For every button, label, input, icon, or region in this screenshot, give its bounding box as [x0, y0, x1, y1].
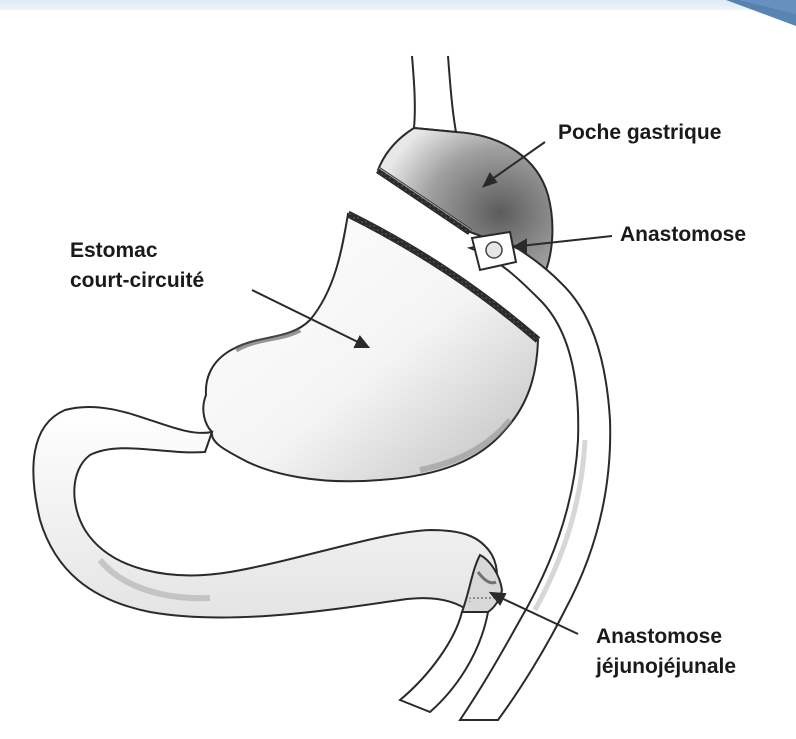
esophagus [412, 56, 456, 132]
label-poche-text: Poche gastrique [558, 118, 721, 148]
label-poche-gastrique: Poche gastrique [558, 118, 721, 148]
label-anastomose-bottom: Anastomose jéjunojéjunale [596, 622, 736, 682]
label-anastomose-top-text: Anastomose [620, 220, 746, 250]
label-estomac-line2: court-circuité [70, 266, 204, 296]
label-anastomose-top: Anastomose [620, 220, 746, 250]
label-estomac-line1: Estomac [70, 236, 204, 266]
label-anastomose-bottom-line1: Anastomose [596, 622, 736, 652]
label-estomac: Estomac court-circuité [70, 236, 204, 296]
label-anastomose-bottom-line2: jéjunojéjunale [596, 652, 736, 682]
